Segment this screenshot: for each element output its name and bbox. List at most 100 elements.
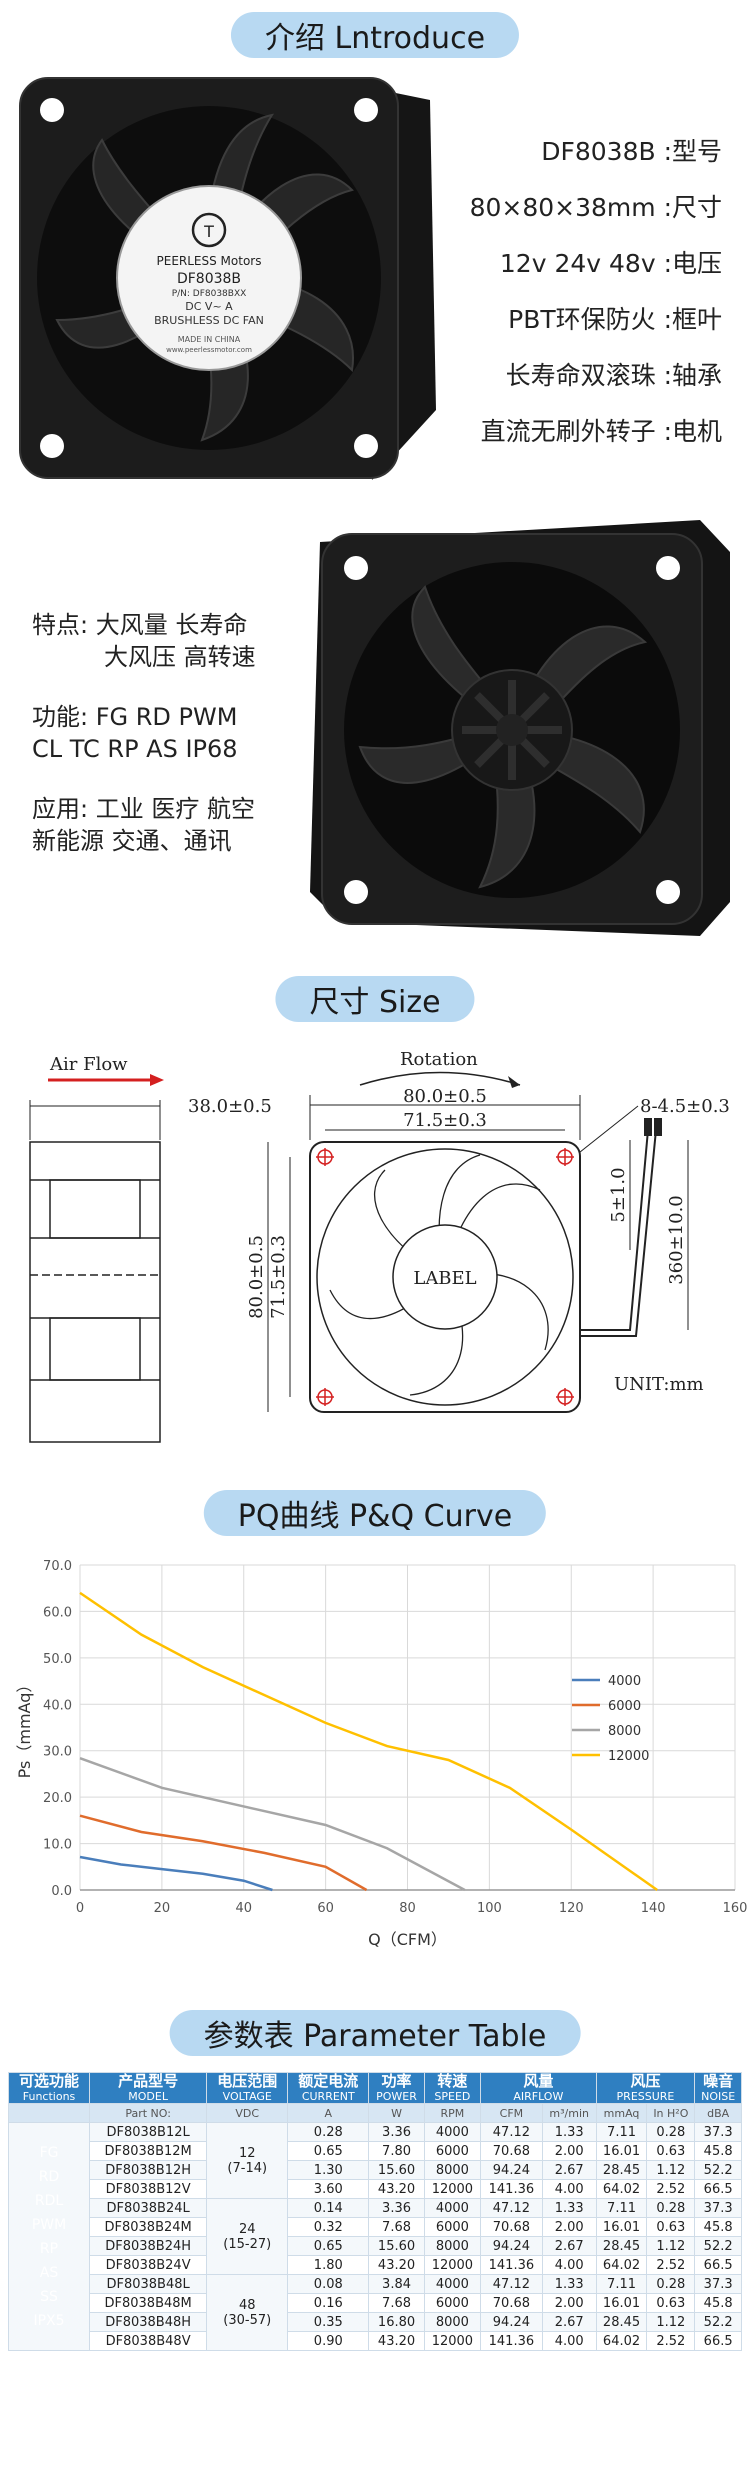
- cell-speed: 12000: [423, 2179, 482, 2199]
- cell-noise: 45.8: [694, 2293, 742, 2313]
- cell-speed: 8000: [423, 2312, 482, 2332]
- cell-current: 3.60: [287, 2179, 370, 2199]
- cell-speed: 8000: [423, 2160, 482, 2180]
- x-tick-label: 40: [235, 1901, 252, 1916]
- depth-dim: 38.0±0.5: [188, 1096, 272, 1117]
- cell-noise: 66.5: [694, 2255, 742, 2275]
- y-axis-label: Ps（mmAq）: [15, 1677, 34, 1779]
- cell-mmaq: 7.11: [595, 2274, 648, 2294]
- cell-model: DF8038B12M: [89, 2141, 208, 2161]
- section-title-params: 参数表 Parameter Table: [169, 2010, 581, 2056]
- y-tick-label: 30.0: [43, 1745, 72, 1760]
- function-item: PWM: [31, 2216, 67, 2233]
- fan-photo-back: [310, 520, 730, 936]
- cell-model: DF8038B12L: [89, 2122, 208, 2142]
- cell-noise: 52.2: [694, 2160, 742, 2180]
- x-tick-label: 100: [477, 1901, 502, 1916]
- cell-current: 1.80: [287, 2255, 370, 2275]
- legend-entry: 12000: [608, 1749, 649, 1764]
- label-type: BRUSHLESS DC FAN: [154, 314, 264, 327]
- y-tick-label: 0.0: [51, 1884, 72, 1899]
- feature-line-4: CL TC RP AS IP68: [32, 735, 238, 763]
- airflow-label: Air Flow: [49, 1054, 128, 1075]
- spec-model: DF8038B :型号: [541, 137, 722, 166]
- x-tick-label: 120: [559, 1901, 584, 1916]
- cell-power: 3.84: [368, 2274, 425, 2294]
- cell-mmaq: 64.02: [595, 2331, 648, 2351]
- feature-line-5: 应用: 工业 医疗 航空: [32, 795, 255, 823]
- cell-power: 7.68: [368, 2293, 425, 2313]
- cell-inh2o: 0.63: [646, 2217, 696, 2237]
- cell-model: DF8038B24H: [89, 2236, 208, 2256]
- cell-speed: 6000: [423, 2217, 482, 2237]
- cell-model: DF8038B48L: [89, 2274, 208, 2294]
- feature-line-3: 功能: FG RD PWM: [32, 703, 238, 731]
- cell-inh2o: 2.52: [646, 2179, 696, 2199]
- spec-frame: PBT环保防火 :框叶: [508, 305, 722, 334]
- unit-label: UNIT:mm: [614, 1374, 704, 1395]
- unit-partno: Part NO:: [89, 2103, 208, 2123]
- voltage-range: (30-57): [223, 2312, 272, 2328]
- section-title-pq: PQ曲线 P&Q Curve: [203, 1490, 547, 1536]
- cell-speed: 6000: [423, 2293, 482, 2313]
- cell-m3min: 4.00: [541, 2179, 597, 2199]
- cell-power: 15.60: [368, 2160, 425, 2180]
- cell-current: 1.30: [287, 2160, 370, 2180]
- unit-inh2o: In H²O: [646, 2103, 696, 2123]
- spec-bearing: 长寿命双滚珠 :轴承: [505, 361, 722, 390]
- legend-entry: 8000: [608, 1724, 641, 1739]
- cell-power: 15.60: [368, 2236, 425, 2256]
- y-tick-label: 50.0: [43, 1652, 72, 1667]
- cell-mmaq: 28.45: [595, 2312, 648, 2332]
- cell-cfm: 141.36: [480, 2255, 543, 2275]
- x-tick-label: 60: [317, 1901, 334, 1916]
- cell-mmaq: 64.02: [595, 2179, 648, 2199]
- cell-power: 43.20: [368, 2179, 425, 2199]
- x-tick-label: 20: [154, 1901, 171, 1916]
- label-brand: PEERLESS Motors: [157, 254, 262, 268]
- cell-power: 3.36: [368, 2122, 425, 2142]
- cell-mmaq: 16.01: [595, 2217, 648, 2237]
- cell-current: 0.65: [287, 2141, 370, 2161]
- cell-cfm: 47.12: [480, 2122, 543, 2142]
- cell-speed: 12000: [423, 2331, 482, 2351]
- cell-cfm: 141.36: [480, 2331, 543, 2351]
- cell-noise: 45.8: [694, 2217, 742, 2237]
- voltage-value: 48: [238, 2297, 256, 2313]
- svg-text:T: T: [203, 222, 214, 241]
- cell-power: 43.20: [368, 2255, 425, 2275]
- feature-line-1: 特点: 大风量 长寿命: [32, 611, 248, 639]
- outer-width-dim: 80.0±0.5: [403, 1086, 487, 1107]
- section-title-intro: 介绍 Lntroduce: [230, 12, 520, 58]
- voltage-group-cell: 12(7-14): [206, 2122, 289, 2199]
- cell-noise: 66.5: [694, 2331, 742, 2351]
- cell-m3min: 1.33: [541, 2198, 597, 2218]
- cell-current: 0.32: [287, 2217, 370, 2237]
- cell-mmaq: 16.01: [595, 2141, 648, 2161]
- cell-model: DF8038B48V: [89, 2331, 208, 2351]
- cell-current: 0.35: [287, 2312, 370, 2332]
- label-part: P/N: DF8038BXX: [172, 289, 247, 299]
- rotation-label: Rotation: [400, 1049, 478, 1070]
- x-tick-label: 160: [723, 1901, 748, 1916]
- cell-current: 0.16: [287, 2293, 370, 2313]
- cell-inh2o: 0.63: [646, 2141, 696, 2161]
- cell-cfm: 70.68: [480, 2293, 543, 2313]
- unit-vdc: VDC: [206, 2103, 289, 2123]
- cell-power: 16.80: [368, 2312, 425, 2332]
